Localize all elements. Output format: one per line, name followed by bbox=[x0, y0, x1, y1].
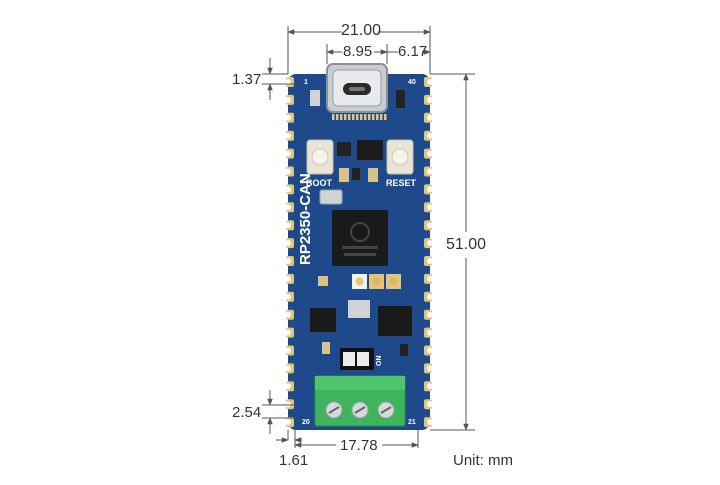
usb-contact bbox=[384, 114, 387, 120]
usb-contact bbox=[340, 114, 343, 120]
pin-40-label: 40 bbox=[408, 79, 416, 86]
usb-contact bbox=[332, 114, 335, 120]
pad-hole bbox=[285, 132, 291, 139]
pad-hole bbox=[427, 168, 433, 175]
usb-contact bbox=[380, 114, 383, 120]
can-transceiver-qfn bbox=[310, 308, 336, 332]
pad-hole bbox=[427, 222, 433, 229]
usb-contact bbox=[352, 114, 355, 120]
pad-hole bbox=[427, 204, 433, 211]
pin-pitch-label: 2.54 bbox=[232, 404, 262, 421]
pad-hole bbox=[285, 311, 291, 318]
top-offset-label: 1.37 bbox=[232, 71, 262, 88]
usb-contact bbox=[336, 114, 339, 120]
edge-offset-label: 1.61 bbox=[279, 452, 309, 469]
pad-hole bbox=[427, 311, 433, 318]
pad-hole bbox=[427, 383, 433, 390]
pad-hole bbox=[427, 79, 433, 85]
pad-hole bbox=[285, 419, 291, 426]
pad-hole bbox=[285, 186, 291, 193]
usb-contact bbox=[348, 114, 351, 120]
pad-hole bbox=[285, 275, 291, 282]
pad-hole bbox=[427, 365, 433, 372]
pin-1-label: 1 bbox=[304, 79, 308, 86]
switch-label: ON bbox=[376, 356, 383, 367]
regulator-chip bbox=[337, 142, 351, 156]
usb-contact bbox=[360, 114, 363, 120]
pad-hole bbox=[285, 168, 291, 175]
usb-width-label: 8.95 bbox=[343, 43, 373, 60]
pad-hole bbox=[285, 204, 291, 211]
boot-button bbox=[306, 139, 334, 175]
flash-chip bbox=[357, 140, 383, 160]
pin-20-label: 20 bbox=[302, 419, 310, 426]
pad-hole bbox=[427, 329, 433, 336]
pad-hole bbox=[285, 401, 291, 408]
pad-hole bbox=[427, 186, 433, 193]
usb-contact bbox=[368, 114, 371, 120]
pad-hole bbox=[285, 96, 291, 103]
rp2350-chip bbox=[332, 210, 388, 266]
pad-hole bbox=[285, 293, 291, 300]
pad-hole bbox=[285, 150, 291, 157]
pad-hole bbox=[427, 150, 433, 157]
pad-hole bbox=[285, 222, 291, 229]
pad-hole bbox=[427, 419, 433, 426]
unit-label: Unit: mm bbox=[453, 452, 513, 469]
pad-hole bbox=[285, 114, 291, 121]
pad-hole bbox=[427, 114, 433, 121]
pad-hole bbox=[427, 258, 433, 264]
board-width-label: 21.00 bbox=[341, 22, 382, 39]
usb-contact-row bbox=[332, 114, 387, 120]
pin-21-label: 21 bbox=[408, 419, 416, 426]
screw-terminal bbox=[314, 375, 406, 427]
boot-label: BOOT bbox=[306, 178, 333, 188]
can-transceiver-soic bbox=[378, 306, 412, 336]
diode bbox=[396, 90, 405, 108]
pad-hole bbox=[427, 240, 433, 247]
pin-span-label: 17.78 bbox=[340, 437, 378, 454]
pad-hole bbox=[427, 293, 433, 300]
usb-offset-label: 6.17 bbox=[398, 43, 428, 60]
board-name: RP2350-CAN bbox=[297, 173, 314, 265]
screw-slot bbox=[380, 406, 392, 414]
reset-label: RESET bbox=[386, 178, 417, 188]
usb-contact bbox=[344, 114, 347, 120]
sensor bbox=[348, 300, 370, 318]
usb-contact bbox=[356, 114, 359, 120]
pad-hole bbox=[285, 258, 291, 264]
screw-slot bbox=[354, 406, 366, 414]
pad-hole bbox=[285, 365, 291, 372]
crystal bbox=[319, 189, 343, 205]
led bbox=[310, 90, 320, 106]
usb-contact bbox=[376, 114, 379, 120]
board-height-label: 51.00 bbox=[446, 236, 487, 253]
screw-slot bbox=[328, 406, 340, 414]
usb-c-connector bbox=[326, 63, 388, 113]
pad-hole bbox=[427, 401, 433, 408]
usb-contact bbox=[364, 114, 367, 120]
castellated-pads bbox=[285, 77, 433, 428]
pad-hole bbox=[427, 96, 433, 103]
pad-hole bbox=[285, 240, 291, 247]
reset-button bbox=[386, 139, 414, 175]
usb-contact bbox=[372, 114, 375, 120]
pad-hole bbox=[285, 383, 291, 390]
pad-hole bbox=[427, 132, 433, 139]
pad-hole bbox=[427, 347, 433, 354]
pad-hole bbox=[285, 329, 291, 336]
pad-hole bbox=[285, 347, 291, 354]
termination-switch bbox=[340, 348, 374, 370]
pad-hole bbox=[427, 275, 433, 282]
